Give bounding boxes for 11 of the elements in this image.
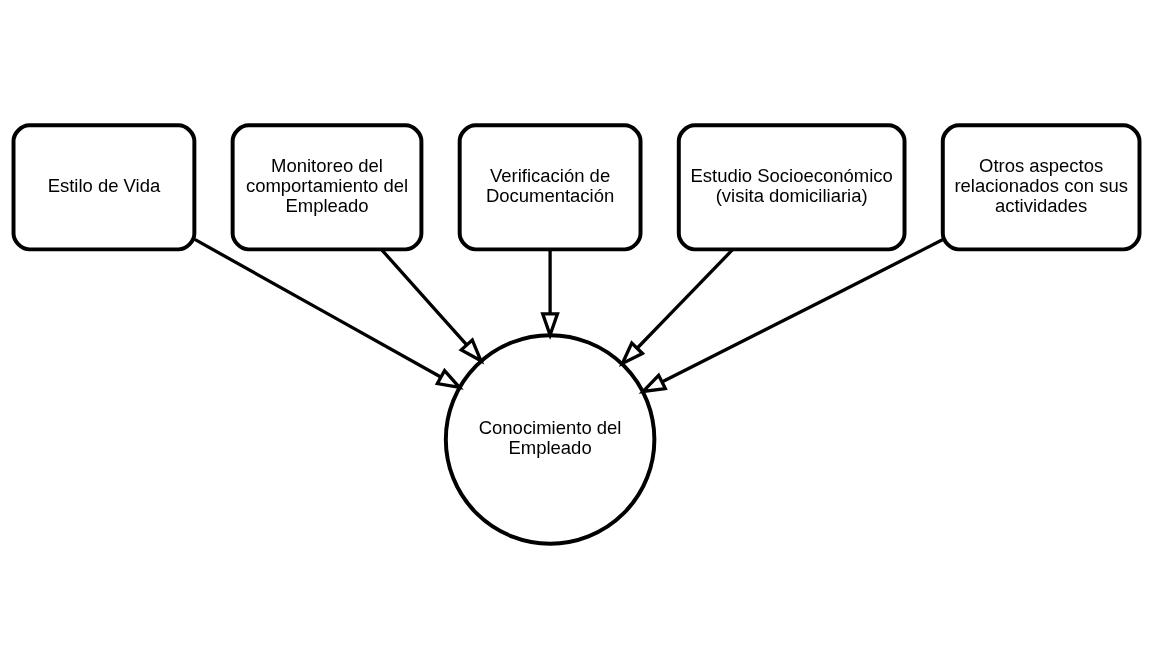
arrow (638, 237, 944, 394)
node-box: Estilo de Vida (11, 122, 197, 251)
node-box: Otros aspectos relacionados con sus actividades (940, 122, 1142, 251)
arrow (380, 248, 485, 364)
node-box: Verificación de Documentación (457, 122, 643, 251)
node-box: Estudio Socioeconómico (visita domiciliaria) (676, 122, 907, 251)
node-circle: Conocimiento del Empleado (443, 332, 657, 546)
arrow (540, 249, 560, 340)
arrow (193, 237, 464, 390)
arrow (618, 248, 734, 367)
node-box: Monitoreo del comportamiento del Empleado (230, 122, 424, 251)
